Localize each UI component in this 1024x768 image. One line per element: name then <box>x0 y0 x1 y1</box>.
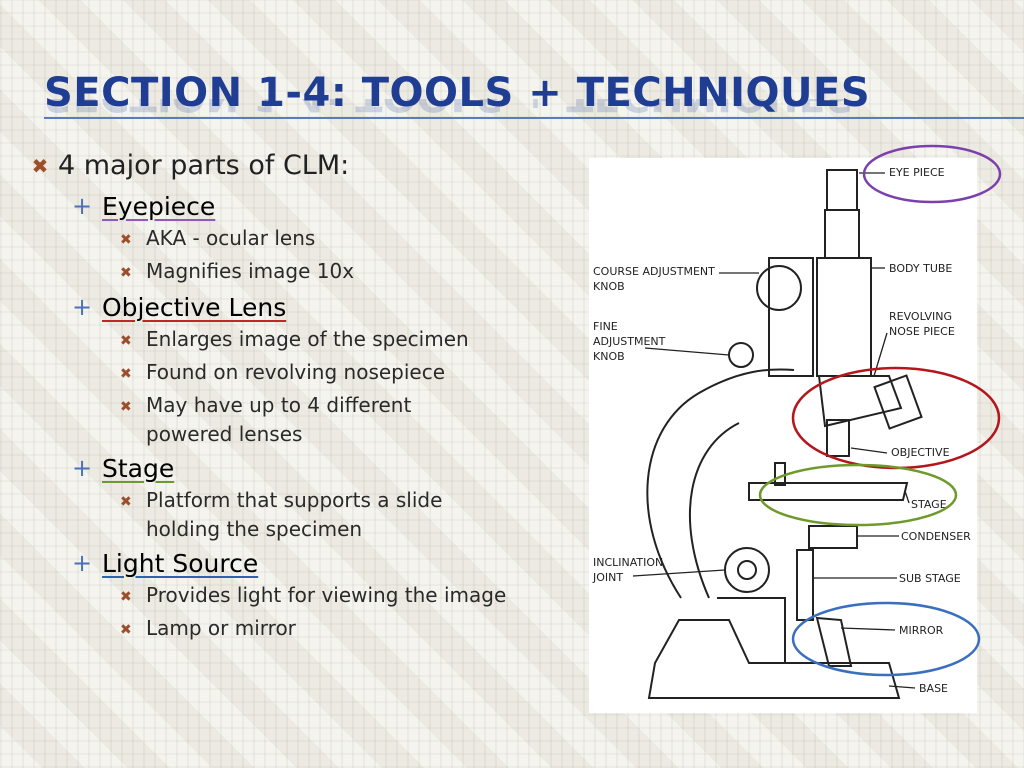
list-item-text: Lamp or mirror <box>146 616 296 640</box>
x-bullet-icon: ✖ <box>120 589 132 605</box>
nosepiece-shape <box>817 375 903 428</box>
part-stage: + Stage <box>72 454 587 483</box>
joint-center <box>737 560 757 580</box>
list-item-text: Platform that supports a slide <box>146 488 443 512</box>
label-fine-adjustment: ADJUSTMENT <box>593 335 666 348</box>
microscope-diagram: EYE PIECE BODY TUBE REVOLVING NOSE PIECE… <box>589 144 1002 713</box>
title-rule <box>44 117 1024 119</box>
slide-content: ✖ 4 major parts of CLM: + Eyepiece ✖ AKA … <box>22 150 587 644</box>
label-sub-stage: SUB STAGE <box>899 572 961 585</box>
x-bullet-icon: ✖ <box>120 265 132 281</box>
x-bullet-icon: ✖ <box>120 399 132 415</box>
list-item: ✖ Magnifies image 10x <box>120 258 587 287</box>
list-item-text: Found on revolving nosepiece <box>146 360 446 384</box>
list-item: ✖ Found on revolving nosepiece <box>120 359 587 388</box>
part-light-source: + Light Source <box>72 549 587 578</box>
label-fine-knob: KNOB <box>593 350 625 363</box>
microscope-drawing: EYE PIECE BODY TUBE REVOLVING NOSE PIECE… <box>592 166 971 699</box>
list-item-text: Enlarges image of the specimen <box>146 327 469 351</box>
list-item-text: May have up to 4 different <box>146 393 412 417</box>
label-stage: STAGE <box>911 498 947 511</box>
label-fine: FINE <box>593 320 618 333</box>
label-objective: OBJECTIVE <box>891 446 950 459</box>
list-item-text-continued: holding the specimen <box>146 517 363 541</box>
arm-inner-curve <box>689 422 740 599</box>
x-bullet-icon: ✖ <box>120 622 132 638</box>
part-heading-stage: Stage <box>102 454 175 483</box>
list-item: ✖ Enlarges image of the specimen <box>120 326 587 355</box>
part-heading-eyepiece: Eyepiece <box>102 192 216 221</box>
objective-lens-down <box>826 419 850 457</box>
course-knob-shape <box>756 265 802 311</box>
part-objective-lens: + Objective Lens <box>72 293 587 322</box>
arm-block <box>768 257 814 377</box>
objective-highlight <box>791 366 1001 470</box>
main-bullet-text: 4 major parts of CLM: <box>58 150 350 181</box>
mirror-highlight <box>791 601 981 677</box>
list-item-text: Provides light for viewing the image <box>146 583 507 607</box>
part-heading-objective-lens: Objective Lens <box>102 293 287 322</box>
list-item: ✖ Lamp or mirror <box>120 615 587 644</box>
eye-piece-highlight <box>862 144 1002 204</box>
plus-bullet-icon: + <box>72 293 93 321</box>
x-bullet-icon: ✖ <box>120 366 132 382</box>
plus-bullet-icon: + <box>72 549 93 577</box>
condenser-shape <box>808 525 858 549</box>
label-course-adjustment: COURSE ADJUSTMENT <box>593 265 715 278</box>
part-heading-light-source: Light Source <box>102 549 259 578</box>
slide-title: SECTION 1-4: TOOLS + TECHNIQUES <box>44 70 871 116</box>
label-revolving: REVOLVING <box>889 310 952 323</box>
part-eyepiece: + Eyepiece <box>72 192 587 221</box>
mirror-shape <box>815 616 853 667</box>
pillar <box>717 597 786 663</box>
x-bullet-icon: ✖ <box>120 232 132 248</box>
list-item-text-continued: powered lenses <box>146 422 303 446</box>
arm-curve <box>646 368 795 599</box>
label-nose-piece: NOSE PIECE <box>889 325 955 338</box>
label-base: BASE <box>919 682 948 695</box>
main-bullet: ✖ 4 major parts of CLM: <box>22 150 587 186</box>
plus-bullet-icon: + <box>72 454 93 482</box>
list-item: ✖ Platform that supports a slide holding … <box>120 487 587 543</box>
x-bullet-icon: ✖ <box>31 154 49 178</box>
list-item-text: Magnifies image 10x <box>146 259 355 283</box>
label-inclination: INCLINATION <box>593 556 663 569</box>
label-body-tube: BODY TUBE <box>889 262 952 275</box>
x-bullet-icon: ✖ <box>120 333 132 349</box>
label-condenser: CONDENSER <box>901 530 971 543</box>
stage-shape <box>748 482 909 501</box>
stage-highlight <box>758 463 958 527</box>
list-item: ✖ AKA - ocular lens <box>120 225 587 254</box>
highlight-overlay <box>758 144 1002 677</box>
list-item: ✖ May have up to 4 different powered lens… <box>120 392 587 448</box>
label-course-knob: KNOB <box>593 280 625 293</box>
plus-bullet-icon: + <box>72 192 93 220</box>
list-item-text: AKA - ocular lens <box>146 226 316 250</box>
objective-lens-right <box>873 374 923 430</box>
label-mirror: MIRROR <box>899 624 944 637</box>
x-bullet-icon: ✖ <box>120 494 132 510</box>
label-eye-piece: EYE PIECE <box>889 166 945 179</box>
label-joint: JOINT <box>592 571 623 584</box>
list-item: ✖ Provides light for viewing the image <box>120 582 587 611</box>
